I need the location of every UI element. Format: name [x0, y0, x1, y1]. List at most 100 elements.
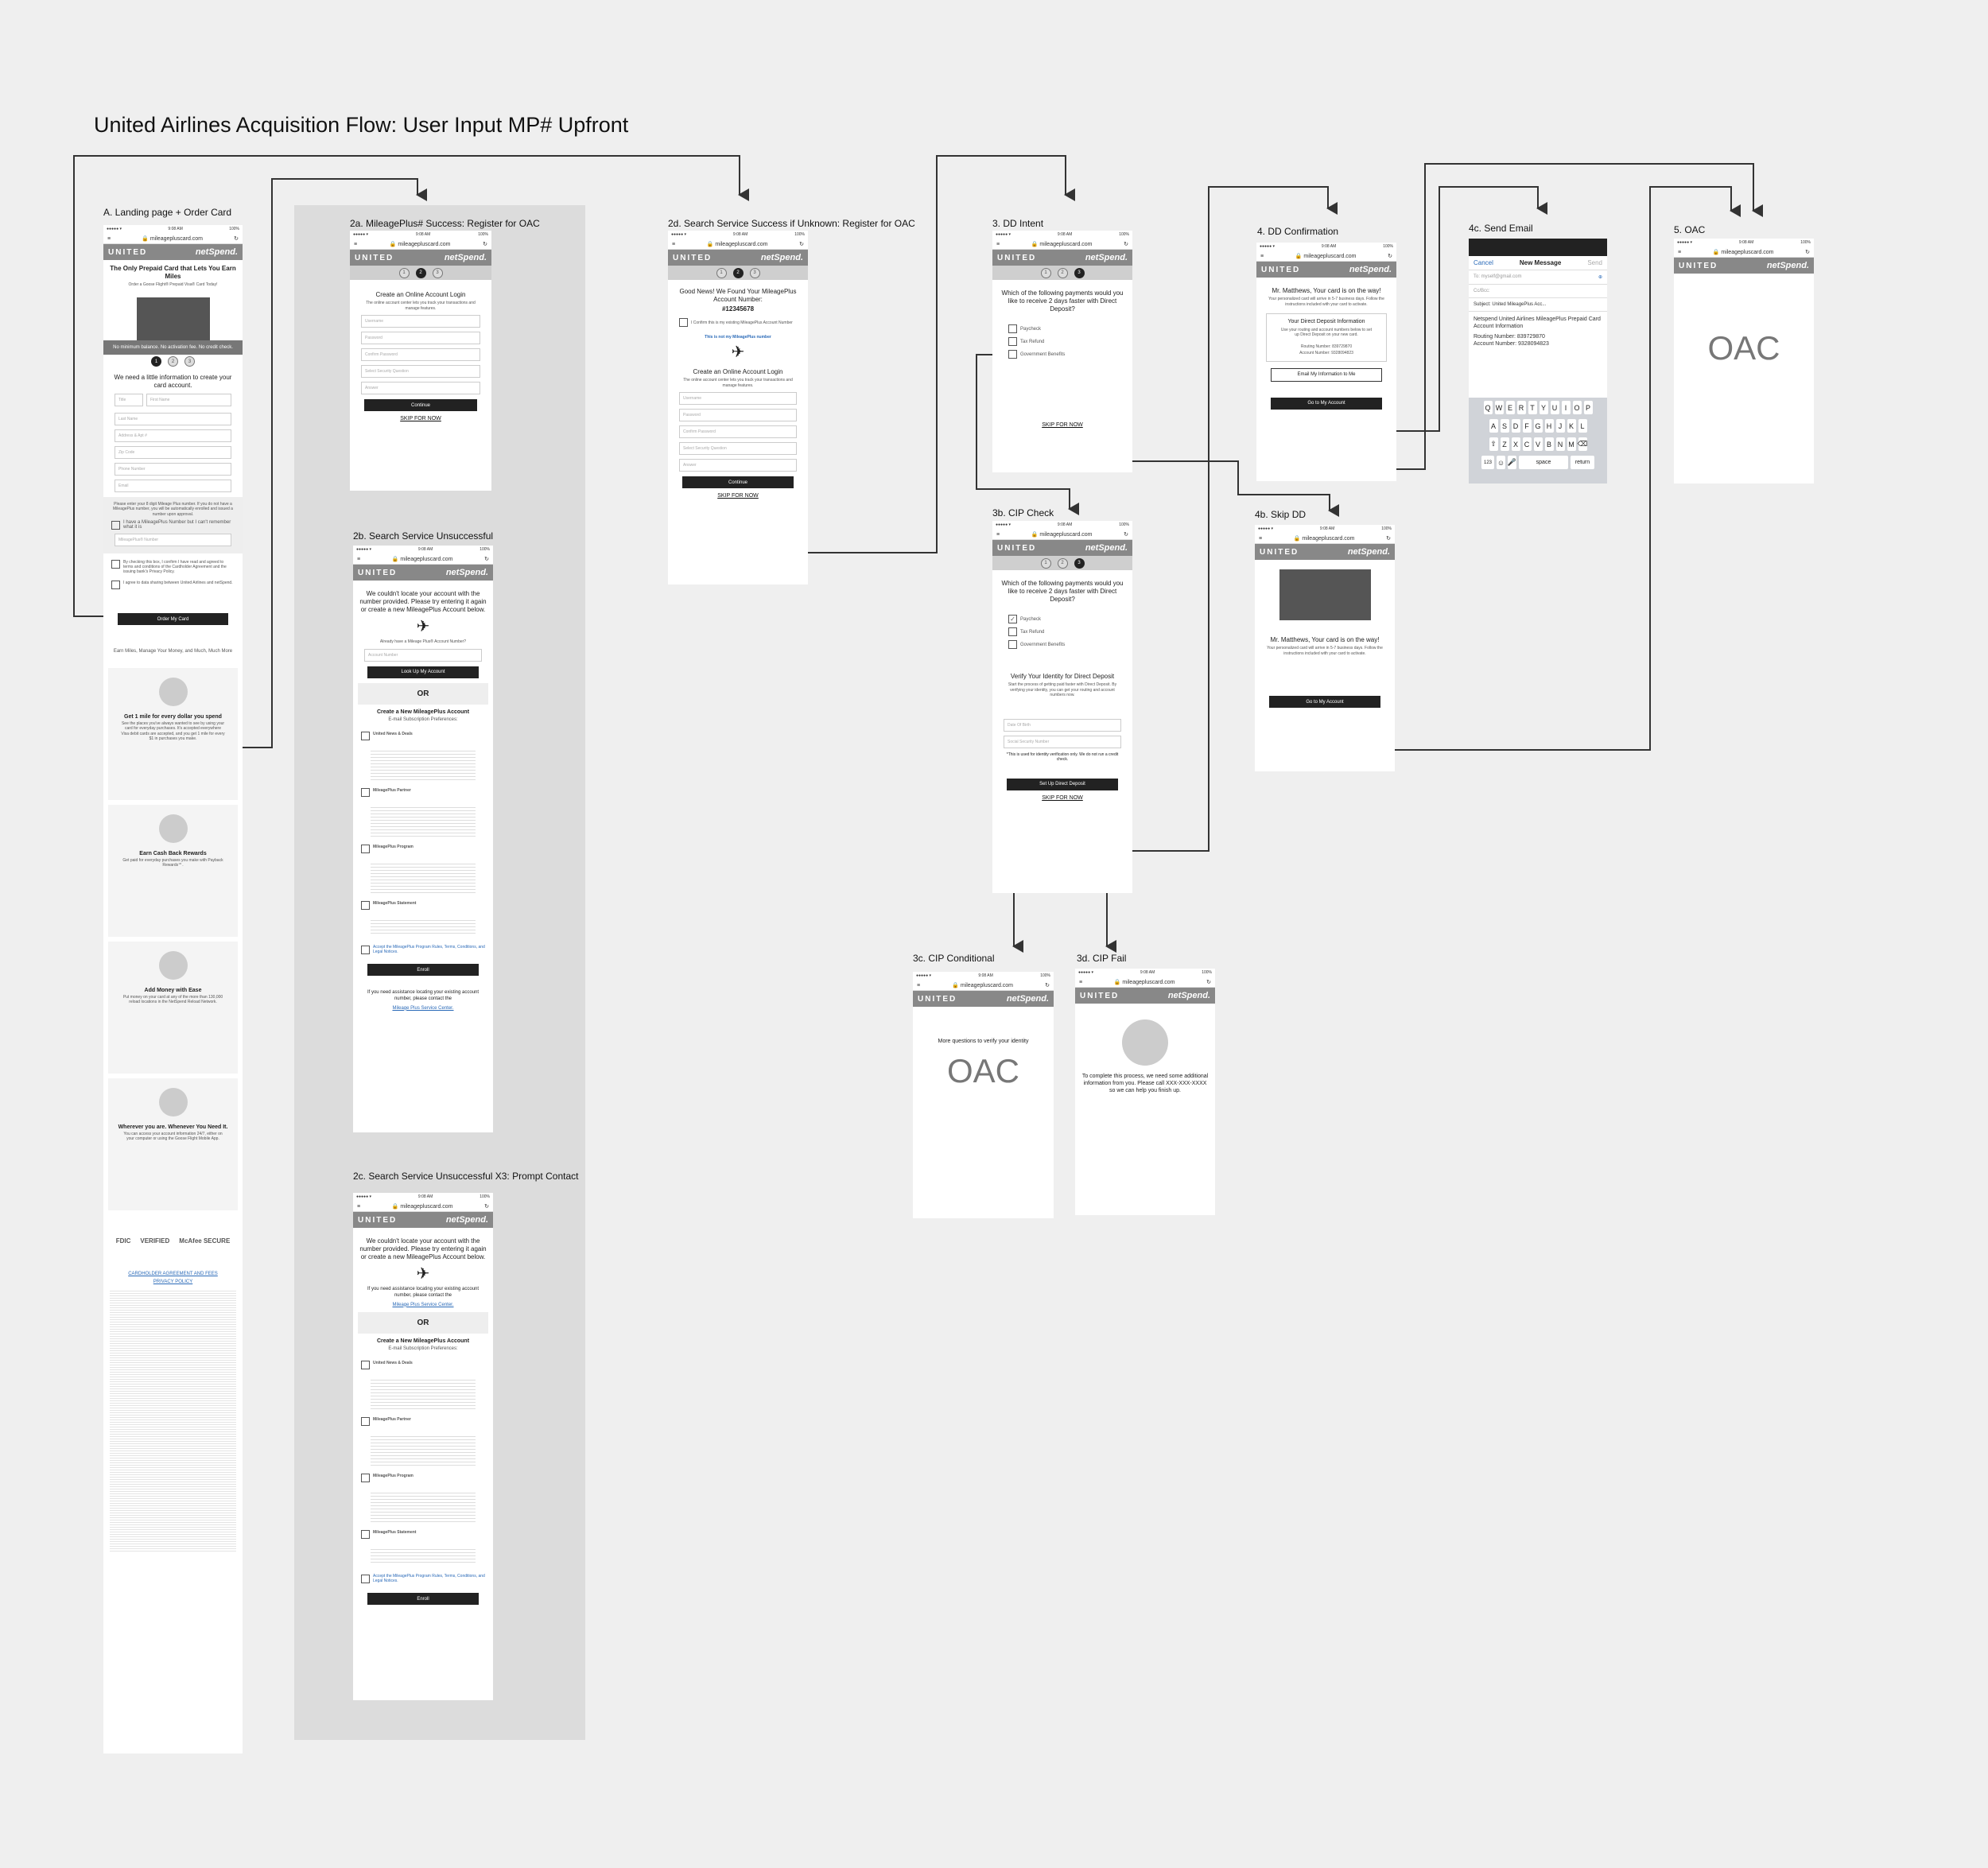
confirm-password-input[interactable]: Confirm Password — [361, 348, 480, 361]
delete-key[interactable]: ⌫ — [1578, 437, 1587, 451]
reload-icon[interactable]: ↻ — [1805, 250, 1810, 255]
answer-input[interactable]: Answer — [679, 459, 797, 472]
username-input[interactable]: Username — [679, 392, 797, 405]
gov-benefits-checkbox[interactable] — [1008, 640, 1017, 649]
data-sharing-checkbox[interactable] — [111, 581, 120, 589]
numbers-key[interactable]: 123 — [1481, 456, 1494, 469]
paycheck-checkbox-checked[interactable]: ✓ — [1008, 615, 1017, 623]
password-input[interactable]: Password — [679, 409, 797, 421]
key-o[interactable]: O — [1572, 401, 1582, 414]
paycheck-checkbox[interactable] — [1008, 324, 1017, 333]
security-question-select[interactable]: Select Security Question — [361, 365, 480, 378]
tax-refund-checkbox[interactable] — [1008, 337, 1017, 346]
key-s[interactable]: S — [1500, 419, 1509, 433]
space-key[interactable]: space — [1519, 456, 1568, 469]
menu-icon[interactable]: ≡ — [354, 241, 358, 247]
cancel-button[interactable]: Cancel — [1474, 259, 1493, 266]
key-p[interactable]: P — [1583, 401, 1593, 414]
dob-input[interactable]: Date Of Birth — [1004, 718, 1121, 732]
menu-icon[interactable]: ≡ — [672, 241, 676, 247]
setup-dd-button[interactable]: Set Up Direct Deposit — [1007, 778, 1118, 790]
key-z[interactable]: Z — [1500, 437, 1509, 451]
key-m[interactable]: M — [1567, 437, 1576, 451]
email-info-button[interactable]: Email My Information to Me — [1271, 367, 1382, 382]
zip-input[interactable]: Zip Code — [115, 445, 231, 459]
menu-icon[interactable]: ≡ — [996, 241, 1000, 247]
key-y[interactable]: Y — [1539, 401, 1548, 414]
skip-link[interactable]: SKIP FOR NOW — [1042, 794, 1083, 801]
answer-input[interactable]: Answer — [361, 382, 480, 394]
key-t[interactable]: T — [1528, 401, 1537, 414]
enroll-button[interactable]: Enroll — [367, 1593, 479, 1606]
email-input[interactable]: Email — [115, 479, 231, 492]
not-mine-link[interactable]: This is not my MileagePlus number — [705, 335, 771, 340]
lookup-button[interactable]: Look Up My Account — [367, 666, 479, 678]
reload-icon[interactable]: ↻ — [1045, 983, 1050, 988]
email-body[interactable]: Netspend United Airlines MileagePlus Pre… — [1474, 317, 1601, 348]
key-k[interactable]: K — [1567, 419, 1576, 433]
pref-checkbox[interactable] — [361, 901, 370, 911]
pref-checkbox[interactable] — [361, 788, 370, 798]
reload-icon[interactable]: ↻ — [483, 242, 487, 247]
shift-key[interactable]: ⇧ — [1489, 437, 1498, 451]
password-input[interactable]: Password — [361, 332, 480, 344]
pref-checkbox[interactable] — [361, 1417, 370, 1427]
security-question-select[interactable]: Select Security Question — [679, 442, 797, 455]
last-name-input[interactable]: Last Name — [115, 412, 231, 425]
menu-icon[interactable]: ≡ — [1079, 979, 1083, 985]
key-v[interactable]: V — [1533, 437, 1543, 451]
skip-link[interactable]: SKIP FOR NOW — [717, 493, 759, 499]
reload-icon[interactable]: ↻ — [1388, 254, 1392, 259]
address-input[interactable]: Address & Apt # — [115, 429, 231, 442]
menu-icon[interactable]: ≡ — [1260, 253, 1264, 259]
key-f[interactable]: F — [1522, 419, 1532, 433]
agreement-link[interactable]: CARDHOLDER AGREEMENT AND FEES — [128, 1271, 218, 1276]
key-w[interactable]: W — [1494, 401, 1504, 414]
reload-icon[interactable]: ↻ — [1206, 980, 1211, 985]
key-g[interactable]: G — [1533, 419, 1543, 433]
reload-icon[interactable]: ↻ — [1124, 242, 1128, 247]
menu-icon[interactable]: ≡ — [357, 556, 361, 562]
reload-icon[interactable]: ↻ — [1124, 532, 1128, 538]
key-i[interactable]: I — [1561, 401, 1571, 414]
key-c[interactable]: C — [1522, 437, 1532, 451]
gov-benefits-checkbox[interactable] — [1008, 350, 1017, 359]
key-a[interactable]: A — [1489, 419, 1498, 433]
key-d[interactable]: D — [1511, 419, 1520, 433]
phone-input[interactable]: Phone Number — [115, 462, 231, 476]
skip-link[interactable]: SKIP FOR NOW — [1042, 422, 1083, 428]
menu-icon[interactable]: ≡ — [357, 1203, 361, 1210]
title-select[interactable]: Title — [115, 393, 143, 406]
first-name-input[interactable]: First Name — [146, 393, 231, 406]
key-e[interactable]: E — [1505, 401, 1515, 414]
return-key[interactable]: return — [1571, 456, 1594, 469]
service-center-link[interactable]: Mileage Plus Service Center. — [392, 1005, 454, 1011]
menu-icon[interactable]: ≡ — [1678, 249, 1682, 255]
tax-refund-checkbox[interactable] — [1008, 627, 1017, 636]
reload-icon[interactable]: ↻ — [484, 557, 489, 562]
privacy-link[interactable]: PRIVACY POLICY — [153, 1279, 193, 1284]
mp-forgot-checkbox[interactable] — [111, 520, 120, 530]
continue-button[interactable]: Continue — [364, 399, 477, 411]
cc-field[interactable]: Cc/Bcc: — [1469, 285, 1607, 298]
reload-icon[interactable]: ↻ — [799, 242, 804, 247]
url-bar[interactable]: ≡🔒 mileagepluscard.com↻ — [103, 234, 243, 244]
confirm-password-input[interactable]: Confirm Password — [679, 425, 797, 438]
add-contact-icon[interactable]: ⊕ — [1598, 275, 1602, 280]
pref-checkbox[interactable] — [361, 1361, 370, 1370]
enroll-button[interactable]: Enroll — [367, 964, 479, 977]
menu-icon[interactable]: ≡ — [107, 235, 111, 242]
reload-icon[interactable]: ↻ — [1386, 536, 1391, 542]
accept-checkbox[interactable] — [361, 1574, 370, 1583]
menu-icon[interactable]: ≡ — [1259, 535, 1263, 542]
key-r[interactable]: R — [1516, 401, 1526, 414]
send-button[interactable]: Send — [1587, 259, 1602, 266]
ssn-input[interactable]: Social Security Number — [1004, 735, 1121, 748]
key-j[interactable]: J — [1555, 419, 1565, 433]
order-card-button[interactable]: Order My Card — [118, 613, 228, 625]
reload-icon[interactable]: ↻ — [234, 236, 239, 242]
mic-key[interactable]: 🎤 — [1508, 456, 1516, 469]
accept-checkbox[interactable] — [361, 945, 370, 954]
agree-checkbox[interactable] — [111, 560, 120, 569]
